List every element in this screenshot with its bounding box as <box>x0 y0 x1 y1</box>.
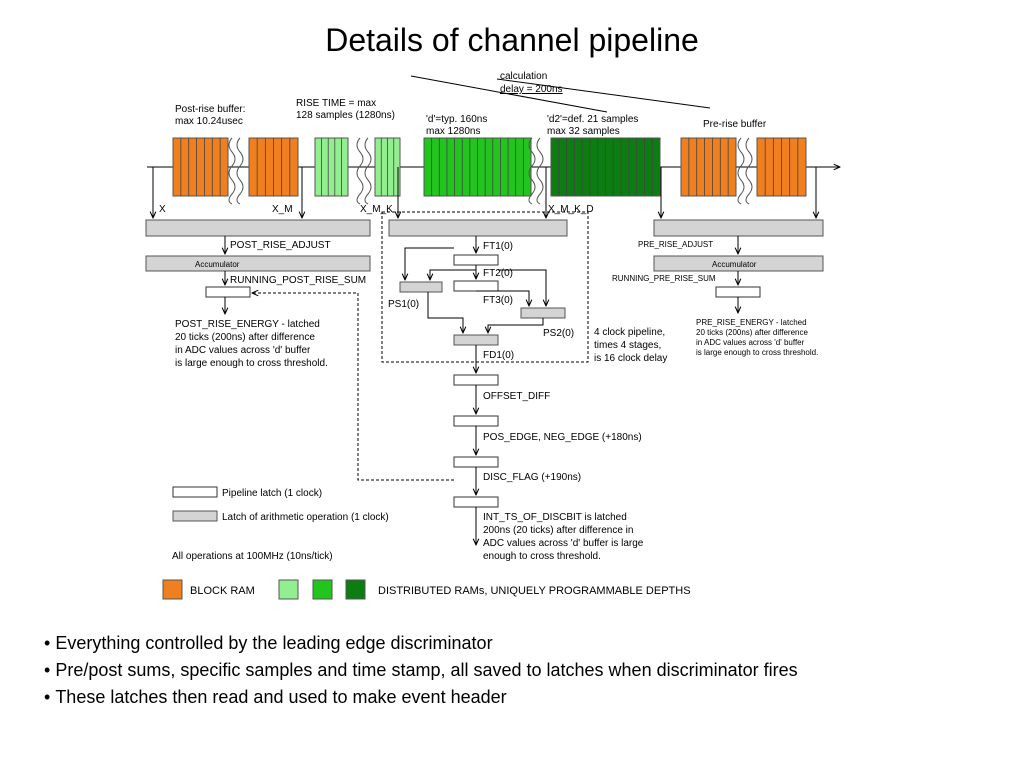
post-energy-text-4: is large enough to cross threshold. <box>175 358 328 369</box>
post-rise-buffer-a <box>172 137 229 197</box>
slide-title: Details of channel pipeline <box>325 22 699 58</box>
disc-feedback-line <box>252 293 454 481</box>
fd1-label: FD1(0) <box>483 350 514 361</box>
d-label-2: max 1280ns <box>426 126 480 137</box>
pre-rise-buffer-a <box>680 137 737 197</box>
int-ts-text-3: ADC values across 'd' buffer is large <box>483 538 644 549</box>
pipeline-text-2: times 4 stages, <box>594 340 661 351</box>
pre-energy-latch <box>715 286 761 298</box>
legend-pipeline-latch-label: Pipeline latch (1 clock) <box>222 488 322 499</box>
pipeline-dashed-box <box>381 211 589 363</box>
pipeline-text-1: 4 clock pipeline, <box>594 327 665 338</box>
pipeline-text-3: is 16 clock delay <box>594 353 667 364</box>
ps1-label: PS1(0) <box>388 299 419 310</box>
disc-flag-latch <box>453 456 499 468</box>
ft1-label: FT1(0) <box>483 241 513 252</box>
ps1-block <box>399 281 443 293</box>
ps2-to-fd1 <box>488 318 544 333</box>
break-mark-green <box>528 137 544 205</box>
bullet-item: Pre/post sums, specific samples and time… <box>44 659 797 681</box>
tap-label-x-m-k: X_M_K <box>360 204 393 215</box>
ps1-to-fd1 <box>427 292 463 333</box>
ps2-block <box>520 307 566 319</box>
legend-distributed-label: DISTRIBUTED RAMs, UNIQUELY PROGRAMMABLE … <box>378 585 691 597</box>
d2-label-2: max 32 samples <box>547 126 620 137</box>
rise-time-buffer-a <box>314 137 349 197</box>
legend-dist-dark-swatch <box>345 579 366 600</box>
accumulator-right-label: Accumulator <box>712 260 757 269</box>
calc-delay-label-1: calculation <box>500 71 547 82</box>
int-ts-latch <box>453 496 499 508</box>
int-ts-text-1: INT_TS_OF_DISCBIT is latched <box>483 512 627 523</box>
offset-diff-latch <box>453 374 499 386</box>
rise-time-label-2: 128 samples (1280ns) <box>296 110 395 121</box>
post-rise-adjust-bar <box>145 219 371 237</box>
int-ts-text-4: enough to cross threshold. <box>483 551 601 562</box>
tap-label-x: X <box>159 204 166 215</box>
running-pre-label: RUNNING_PRE_RISE_SUM <box>612 274 716 283</box>
ps2-label: PS2(0) <box>543 328 574 339</box>
d-label-1: 'd'=typ. 160ns <box>426 114 487 125</box>
ft1-input-bar <box>388 219 568 237</box>
ft2-latch <box>453 280 499 292</box>
legend-block-ram-swatch <box>162 579 183 600</box>
d2-label-1: 'd2'=def. 21 samples <box>547 114 638 125</box>
running-post-label: RUNNING_POST_RISE_SUM <box>230 275 366 286</box>
post-rise-buffer-label-2: max 10.24usec <box>175 116 243 127</box>
bullet-item: These latches then read and used to make… <box>44 686 798 708</box>
pre-energy-text-4: is large enough to cross threshold. <box>696 348 818 357</box>
ps1-route-2 <box>430 269 476 280</box>
disc-flag-label: DISC_FLAG (+190ns) <box>483 472 581 483</box>
legend-arith-swatch <box>172 510 218 522</box>
tap-label-x-m: X_M <box>272 204 293 215</box>
rise-time-label-1: RISE TIME = max <box>296 98 376 109</box>
fd1-block <box>453 334 499 346</box>
ps1-route <box>405 247 454 280</box>
ft1-latch <box>453 254 499 266</box>
pre-rise-buffer-label: Pre-rise buffer <box>703 119 767 130</box>
ft3-label: FT3(0) <box>483 295 513 306</box>
break-mark-middle <box>356 137 372 205</box>
calc-delay-bracket <box>410 75 608 113</box>
post-energy-latch <box>205 286 251 298</box>
break-mark-left <box>228 137 244 205</box>
ps2-route-2 <box>476 290 529 306</box>
bullet-item: Everything controlled by the leading edg… <box>44 632 798 654</box>
accumulator-left-label: Accumulator <box>195 260 240 269</box>
post-energy-text-2: 20 ticks (200ns) after difference <box>175 332 315 343</box>
offset-diff-label: OFFSET_DIFF <box>483 391 550 402</box>
pre-energy-text-3: in ADC values across 'd' buffer <box>696 338 805 347</box>
pre-energy-text-2: 20 ticks (200ns) after difference <box>696 328 808 337</box>
pos-neg-edge-label: POS_EDGE, NEG_EDGE (+180ns) <box>483 432 642 443</box>
ps2-route <box>498 269 546 306</box>
break-mark-right <box>737 137 753 205</box>
legend-dist-light-swatch <box>278 579 299 600</box>
post-energy-text-3: in ADC values across 'd' buffer <box>175 345 311 356</box>
accumulator-left <box>145 255 371 272</box>
pos-neg-edge-latch <box>453 415 499 427</box>
pre-rise-adjust-bar <box>653 219 824 237</box>
int-ts-text-2: 200ns (20 ticks) after difference in <box>483 525 633 536</box>
pre-rise-adjust-label: PRE_RISE_ADJUST <box>638 240 713 249</box>
legend-block-ram-label: BLOCK RAM <box>190 585 255 597</box>
legend-dist-mid-swatch <box>312 579 333 600</box>
tap-label-x-m-k-d: X_M_K_D <box>548 204 594 215</box>
post-energy-text-1: POST_RISE_ENERGY - latched <box>175 319 320 330</box>
calc-delay-label-2: delay = 200ns <box>500 84 563 95</box>
legend-pipeline-latch-swatch <box>172 486 218 498</box>
all-operations-note: All operations at 100MHz (10ns/tick) <box>172 551 333 562</box>
pre-energy-text-1: PRE_RISE_ENERGY - latched <box>696 318 807 327</box>
legend-arith-label: Latch of arithmetic operation (1 clock) <box>222 512 389 523</box>
bullet-list: Everything controlled by the leading edg… <box>44 632 798 713</box>
calc-delay-bracket-right <box>496 78 711 109</box>
post-rise-adjust-label: POST_RISE_ADJUST <box>230 240 331 251</box>
ft2-label: FT2(0) <box>483 268 513 279</box>
buffer-blocks <box>172 137 807 197</box>
post-rise-buffer-label-1: Post-rise buffer: <box>175 104 245 115</box>
